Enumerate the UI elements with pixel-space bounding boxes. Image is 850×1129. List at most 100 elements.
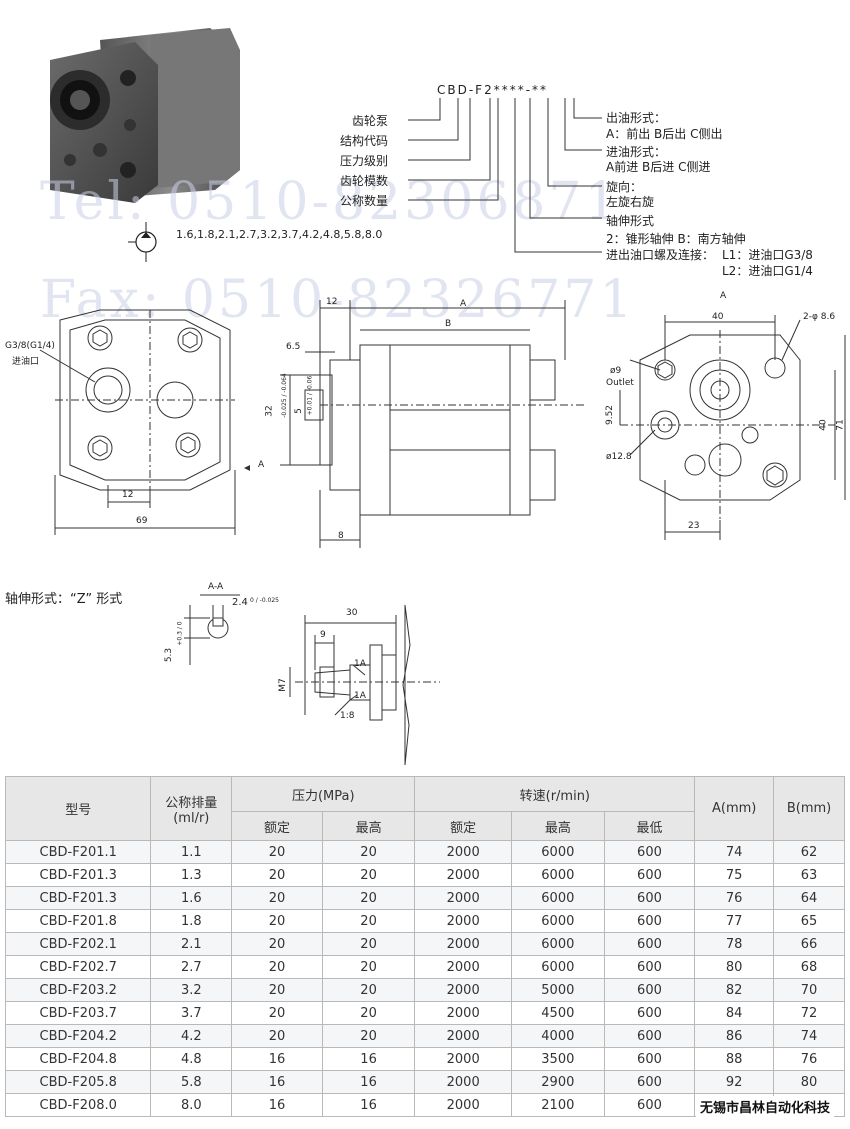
- table-cell: CBD-F202.7: [4, 955, 152, 979]
- table-cell: 2000: [414, 978, 512, 1002]
- side-view-drawing: [280, 300, 585, 548]
- table-cell: CBD-F202.1: [4, 932, 152, 956]
- table-cell: 74: [773, 1024, 845, 1048]
- table-cell: 6000: [511, 932, 605, 956]
- code-port-detail: L1：进油口G3/8: [722, 248, 813, 262]
- header-pressure: 压力(MPa): [231, 776, 416, 812]
- table-cell: 2000: [414, 955, 512, 979]
- front-arrow-a: A: [258, 460, 265, 470]
- table-cell: 20: [321, 932, 416, 956]
- table-cell: 1.8: [150, 909, 233, 933]
- rear-dim-23: 23: [688, 521, 700, 531]
- rear-dim-40-right: 40: [818, 419, 829, 431]
- table-cell: 84: [694, 1001, 775, 1025]
- table-cell: 16: [321, 1047, 416, 1071]
- table-cell: 88: [694, 1047, 775, 1071]
- table-cell: 66: [773, 932, 845, 956]
- table-cell: 8.0: [150, 1093, 233, 1117]
- table-cell: 63: [773, 863, 845, 887]
- table-cell: 77: [694, 909, 775, 933]
- table-cell: 2100: [511, 1093, 605, 1117]
- header-speed: 转速(r/min): [414, 776, 696, 812]
- table-cell: 20: [321, 840, 416, 864]
- table-cell: 6000: [511, 955, 605, 979]
- side-dim-5: 5: [293, 408, 304, 414]
- table-cell: 600: [603, 1024, 696, 1048]
- table-cell: 2000: [414, 932, 512, 956]
- rear-view-drawing: [619, 315, 846, 540]
- code-label-displacement: 公称数量: [340, 194, 389, 208]
- shaft-mark-1a-top: 1A: [354, 659, 366, 669]
- table-cell: 82: [694, 978, 775, 1002]
- shaft-key-depth-tol: +0.3 / 0: [176, 621, 184, 646]
- rear-dim-phi12-8: ø12.8: [606, 452, 632, 462]
- header-pressure-rated: 额定: [231, 811, 323, 841]
- table-cell: 3.7: [150, 1001, 233, 1025]
- header-model: 型号: [4, 776, 152, 841]
- table-cell: 20: [321, 863, 416, 887]
- shaft-title: 轴伸形式：“Z” 形式: [5, 592, 123, 607]
- table-cell: 2000: [414, 909, 512, 933]
- table-cell: CBD-F201.3: [4, 863, 152, 887]
- code-inlet-title: 进油形式：: [606, 145, 667, 159]
- code-port-title: 进出油口螺及连接：: [606, 248, 715, 262]
- table-cell: 20: [231, 1001, 323, 1025]
- table-cell: 4000: [511, 1024, 605, 1048]
- front-port-sublabel: 进油口: [12, 357, 40, 367]
- code-inlet-detail: A前进 B后进 C侧进: [606, 160, 711, 174]
- table-cell: 20: [231, 978, 323, 1002]
- table-cell: 2000: [414, 886, 512, 910]
- rear-dim-71: 71: [835, 419, 846, 431]
- table-cell: 600: [603, 932, 696, 956]
- pump-symbol-icon: [128, 222, 157, 262]
- table-cell: 16: [231, 1047, 323, 1071]
- table-cell: 4500: [511, 1001, 605, 1025]
- table-cell: 72: [773, 1001, 845, 1025]
- side-dim-8: 8: [338, 531, 344, 541]
- table-cell: 5000: [511, 978, 605, 1002]
- shaft-side-drawing: [289, 605, 440, 766]
- table-cell: 20: [231, 886, 323, 910]
- header-a: A(mm): [694, 776, 775, 841]
- header-speed-max: 最高: [511, 811, 605, 841]
- shaft-mark-1a-bottom: 1A: [354, 691, 366, 701]
- rear-arrow-a: A: [720, 291, 727, 301]
- code-outlet-title: 出油形式：: [606, 111, 667, 125]
- shaft-key-tol: 0 / -0.025: [250, 597, 279, 604]
- table-cell: 16: [321, 1070, 416, 1094]
- shaft-key-depth: 5.3: [164, 647, 175, 663]
- table-cell: 20: [321, 978, 416, 1002]
- table-cell: 600: [603, 863, 696, 887]
- table-cell: 80: [694, 955, 775, 979]
- table-cell: 5.8: [150, 1070, 233, 1094]
- table-cell: 600: [603, 1001, 696, 1025]
- code-label-module: 齿轮模数: [340, 174, 389, 188]
- table-cell: CBD-F204.2: [4, 1024, 152, 1048]
- shaft-key-width: 2.4: [232, 597, 248, 608]
- displacement-list: 1.6,1.8,2.1,2.7,3.2,3.7,4.2,4.8,5.8,8.0: [176, 228, 383, 241]
- table-cell: 20: [231, 840, 323, 864]
- table-cell: 70: [773, 978, 845, 1002]
- table-cell: 6000: [511, 840, 605, 864]
- table-cell: 600: [603, 840, 696, 864]
- table-cell: 80: [773, 1070, 845, 1094]
- table-cell: 600: [603, 1070, 696, 1094]
- table-cell: 20: [231, 909, 323, 933]
- rear-holes-label: 2-φ 8.6: [803, 312, 836, 322]
- code-label-gear-pump: 齿轮泵: [352, 114, 389, 128]
- table-cell: 2000: [414, 1070, 512, 1094]
- shaft-dim-30: 30: [346, 608, 358, 618]
- table-cell: 65: [773, 909, 845, 933]
- table-cell: 1.6: [150, 886, 233, 910]
- code-leader-lines: [408, 98, 602, 253]
- table-cell: 92: [694, 1070, 775, 1094]
- table-cell: 20: [321, 1024, 416, 1048]
- table-cell: 600: [603, 886, 696, 910]
- table-cell: 76: [694, 886, 775, 910]
